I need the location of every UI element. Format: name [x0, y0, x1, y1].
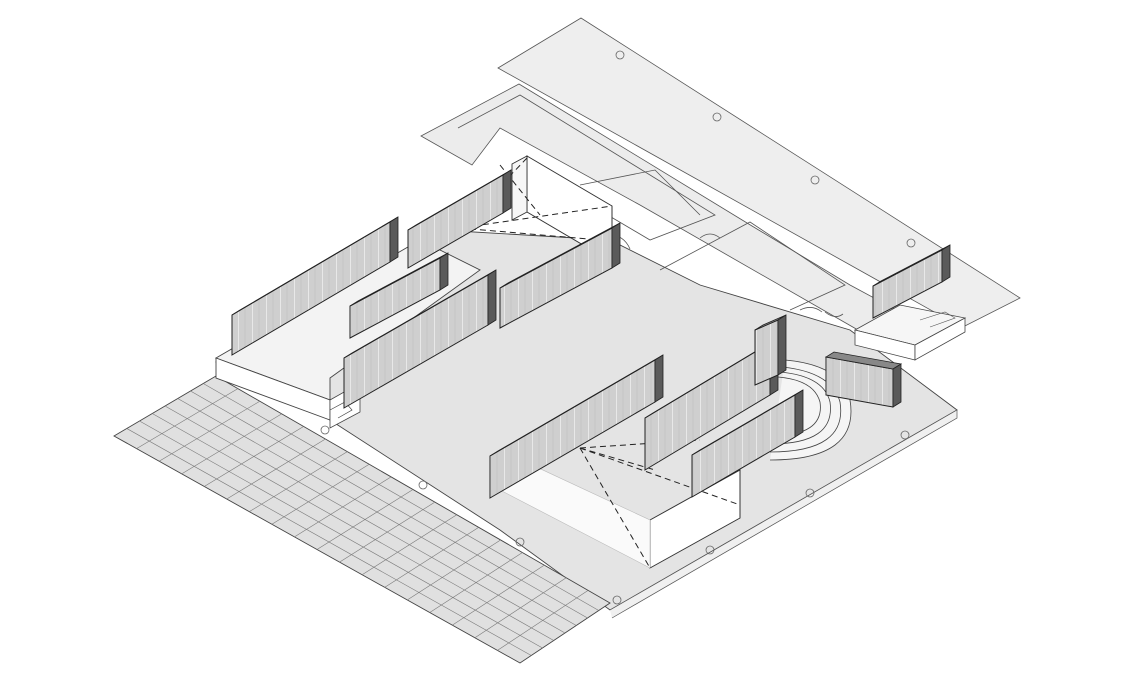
shelf-left-front: [343, 269, 497, 409]
right-platform: [853, 304, 967, 361]
lower-white-wall: [499, 439, 741, 569]
shelf-right-curved: [824, 351, 903, 408]
shelf-left-long: [231, 216, 399, 356]
paved-courtyard: [113, 375, 611, 664]
shelf-right-back: [872, 244, 951, 319]
shelf-lower-tall: [754, 314, 787, 386]
room-outlines: [457, 94, 846, 317]
shelf-lower-long: [489, 354, 664, 499]
shelf-left-mid: [349, 252, 449, 339]
shelf-left-upper: [407, 169, 512, 269]
shelf-center: [499, 222, 621, 329]
shelf-lower-front: [691, 389, 804, 498]
upper-floor-plate: [420, 17, 1021, 332]
bookshelves: [231, 169, 951, 499]
